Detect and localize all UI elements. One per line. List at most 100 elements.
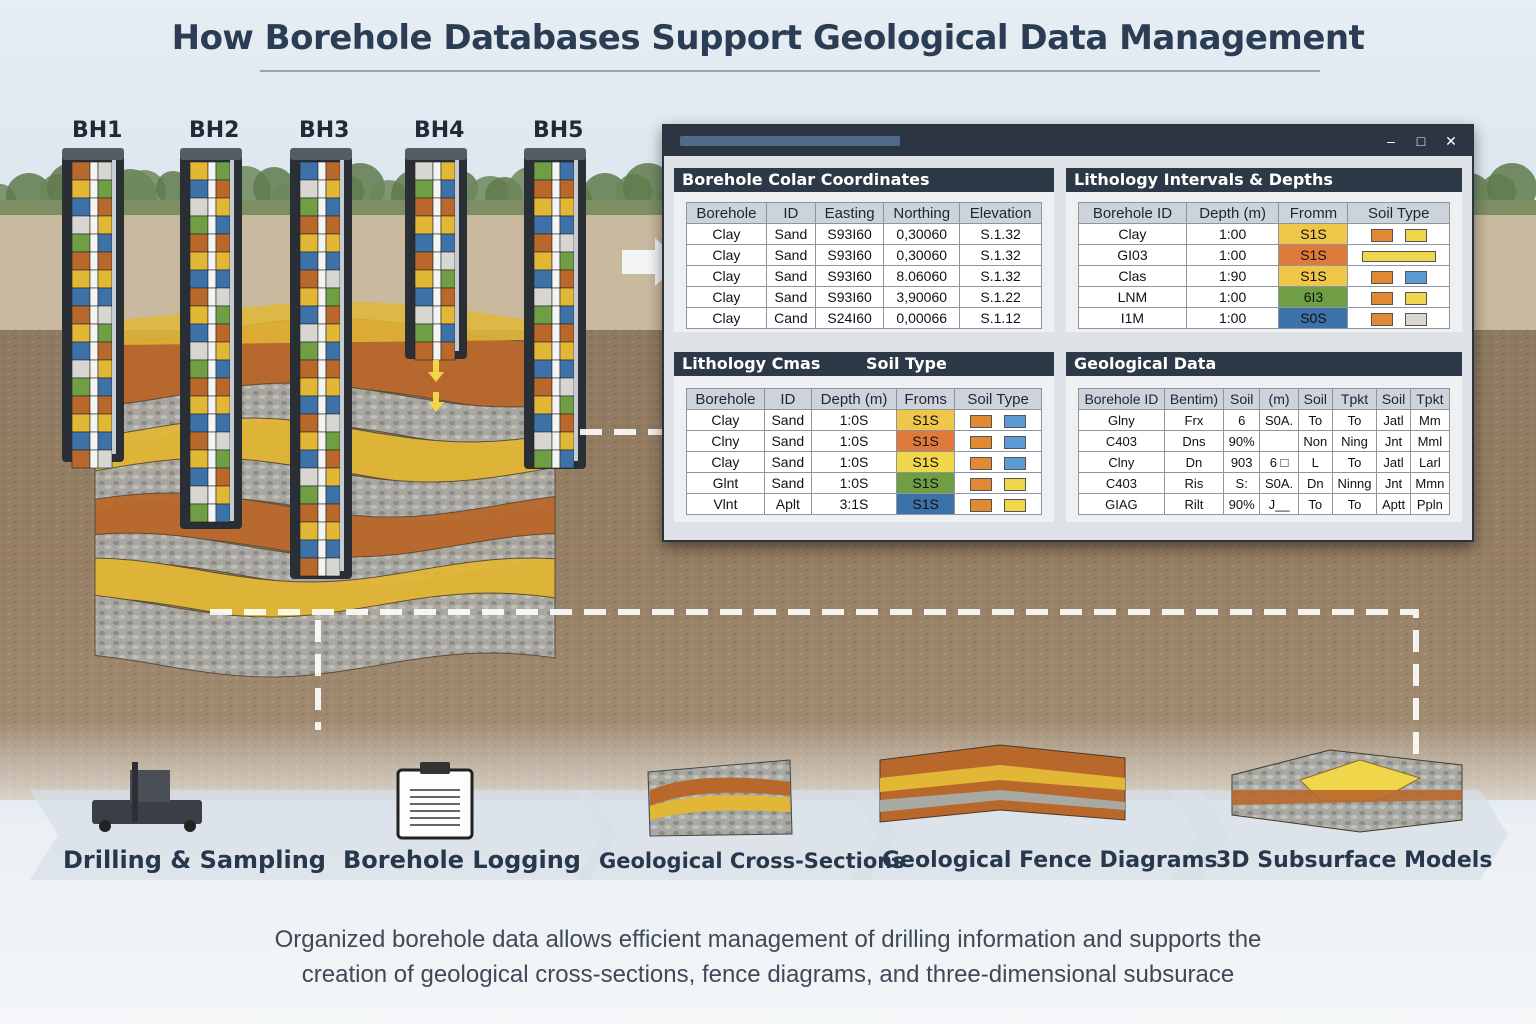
- borehole-label-bh2: BH2: [189, 118, 240, 143]
- borehole-label-bh3: BH3: [299, 118, 350, 143]
- borehole-label-bh5: BH5: [533, 118, 584, 143]
- table-cell: C403: [1078, 430, 1165, 452]
- table-cell: Jatl: [1376, 451, 1411, 473]
- caption-line-2: creation of geological cross-sections, f…: [301, 961, 1235, 988]
- column-header: Soil Type: [954, 388, 1042, 410]
- maximize-button[interactable]: □: [1416, 133, 1426, 149]
- column-header: ID: [763, 388, 812, 410]
- soil-swatch: [1004, 477, 1027, 491]
- table-cell: S0A.: [1259, 409, 1299, 431]
- intervals-panel-title: Lithology Intervals & Depths: [1066, 168, 1462, 192]
- title-bar-progress: [680, 136, 900, 146]
- borehole-bh5: [524, 148, 586, 469]
- table-cell: 3:1S: [810, 493, 898, 515]
- soil-swatch: [970, 498, 993, 512]
- table-cell: Dn: [1297, 472, 1333, 494]
- soil-type-cell: [954, 493, 1042, 515]
- page-title: How Borehole Databases Support Geologica…: [171, 18, 1365, 58]
- caption-line-1: Organized borehole data allows efficient…: [274, 926, 1262, 953]
- window-title-bar[interactable]: – □ ✕: [664, 126, 1472, 156]
- table-cell: To: [1297, 409, 1333, 431]
- table-cell: Clay: [686, 286, 767, 308]
- table-cell: S:: [1223, 472, 1261, 494]
- soil-swatch: [1370, 270, 1393, 284]
- soil-swatch: [1361, 250, 1436, 262]
- close-button[interactable]: ✕: [1445, 133, 1457, 149]
- column-header: Northing: [883, 202, 961, 224]
- table-cell: 1:0S: [810, 451, 898, 473]
- borehole-bh2: [180, 148, 242, 529]
- table-cell: J__: [1259, 493, 1299, 515]
- table-cell: Dn: [1163, 451, 1225, 473]
- soil-type-cell: [954, 430, 1042, 452]
- table-cell: 0,30060: [883, 244, 961, 266]
- from-cell: S1S: [896, 472, 956, 494]
- borehole-label-bh1: BH1: [72, 118, 123, 143]
- table-cell: Sand: [765, 223, 816, 245]
- minimize-button[interactable]: –: [1387, 133, 1395, 149]
- table-cell: To: [1331, 493, 1378, 515]
- table-cell: Clay: [686, 265, 767, 287]
- table-cell: Ppln: [1409, 493, 1451, 515]
- column-header: Depth (m): [810, 388, 898, 410]
- from-cell: S1S: [1278, 244, 1349, 266]
- column-header: Soil: [1376, 388, 1411, 410]
- table-cell: Glny: [1078, 409, 1165, 431]
- soil-type-cell: [1347, 286, 1450, 308]
- table-cell: 6: [1223, 409, 1261, 431]
- table-cell: S.1.22: [959, 286, 1042, 308]
- table-cell: Sand: [765, 244, 816, 266]
- borehole-bh4: [405, 148, 467, 361]
- soil-swatch: [970, 477, 993, 491]
- table-cell: [1259, 430, 1299, 452]
- table-cell: I1M: [1078, 307, 1187, 329]
- soil-swatch: [1004, 414, 1027, 428]
- table-cell: Rilt: [1163, 493, 1225, 515]
- geo-panel-title: Geological Data: [1066, 352, 1462, 376]
- column-header: Soil: [1297, 388, 1333, 410]
- table-cell: S.1.32: [959, 244, 1042, 266]
- column-header: Elevation: [959, 202, 1042, 224]
- column-header: Borehole: [686, 202, 767, 224]
- borehole-label-bh4: BH4: [414, 118, 465, 143]
- table-cell: Mm: [1409, 409, 1451, 431]
- table-cell: 90%: [1223, 430, 1261, 452]
- table-cell: Jnt: [1376, 430, 1411, 452]
- soil-type-cell: [1347, 307, 1450, 329]
- soil-swatch: [1004, 498, 1027, 512]
- step-label-3d-models: 3D Subsurface Models: [1216, 848, 1493, 873]
- table-cell: 8.06060: [883, 265, 961, 287]
- from-cell: S1S: [896, 409, 956, 431]
- from-cell: 6I3: [1278, 286, 1349, 308]
- table-cell: Non: [1297, 430, 1333, 452]
- lithology-panel-header: Lithology Cmas Soil Type: [674, 352, 1054, 376]
- table-cell: GIAG: [1078, 493, 1165, 515]
- table-cell: S93I60: [814, 286, 885, 308]
- table-cell: To: [1331, 409, 1378, 431]
- lithology-intervals-panel: Lithology Intervals & Depths Borehole ID…: [1066, 168, 1462, 332]
- soil-swatch: [1004, 456, 1027, 470]
- fence-diagram-icon: [879, 744, 1126, 823]
- lithology-panel-title: Lithology Cmas: [682, 354, 821, 373]
- table-cell: Clay: [1078, 223, 1187, 245]
- soil-swatch: [1370, 312, 1393, 326]
- column-header: Fromm: [1278, 202, 1349, 224]
- table-cell: Vlnt: [686, 493, 765, 515]
